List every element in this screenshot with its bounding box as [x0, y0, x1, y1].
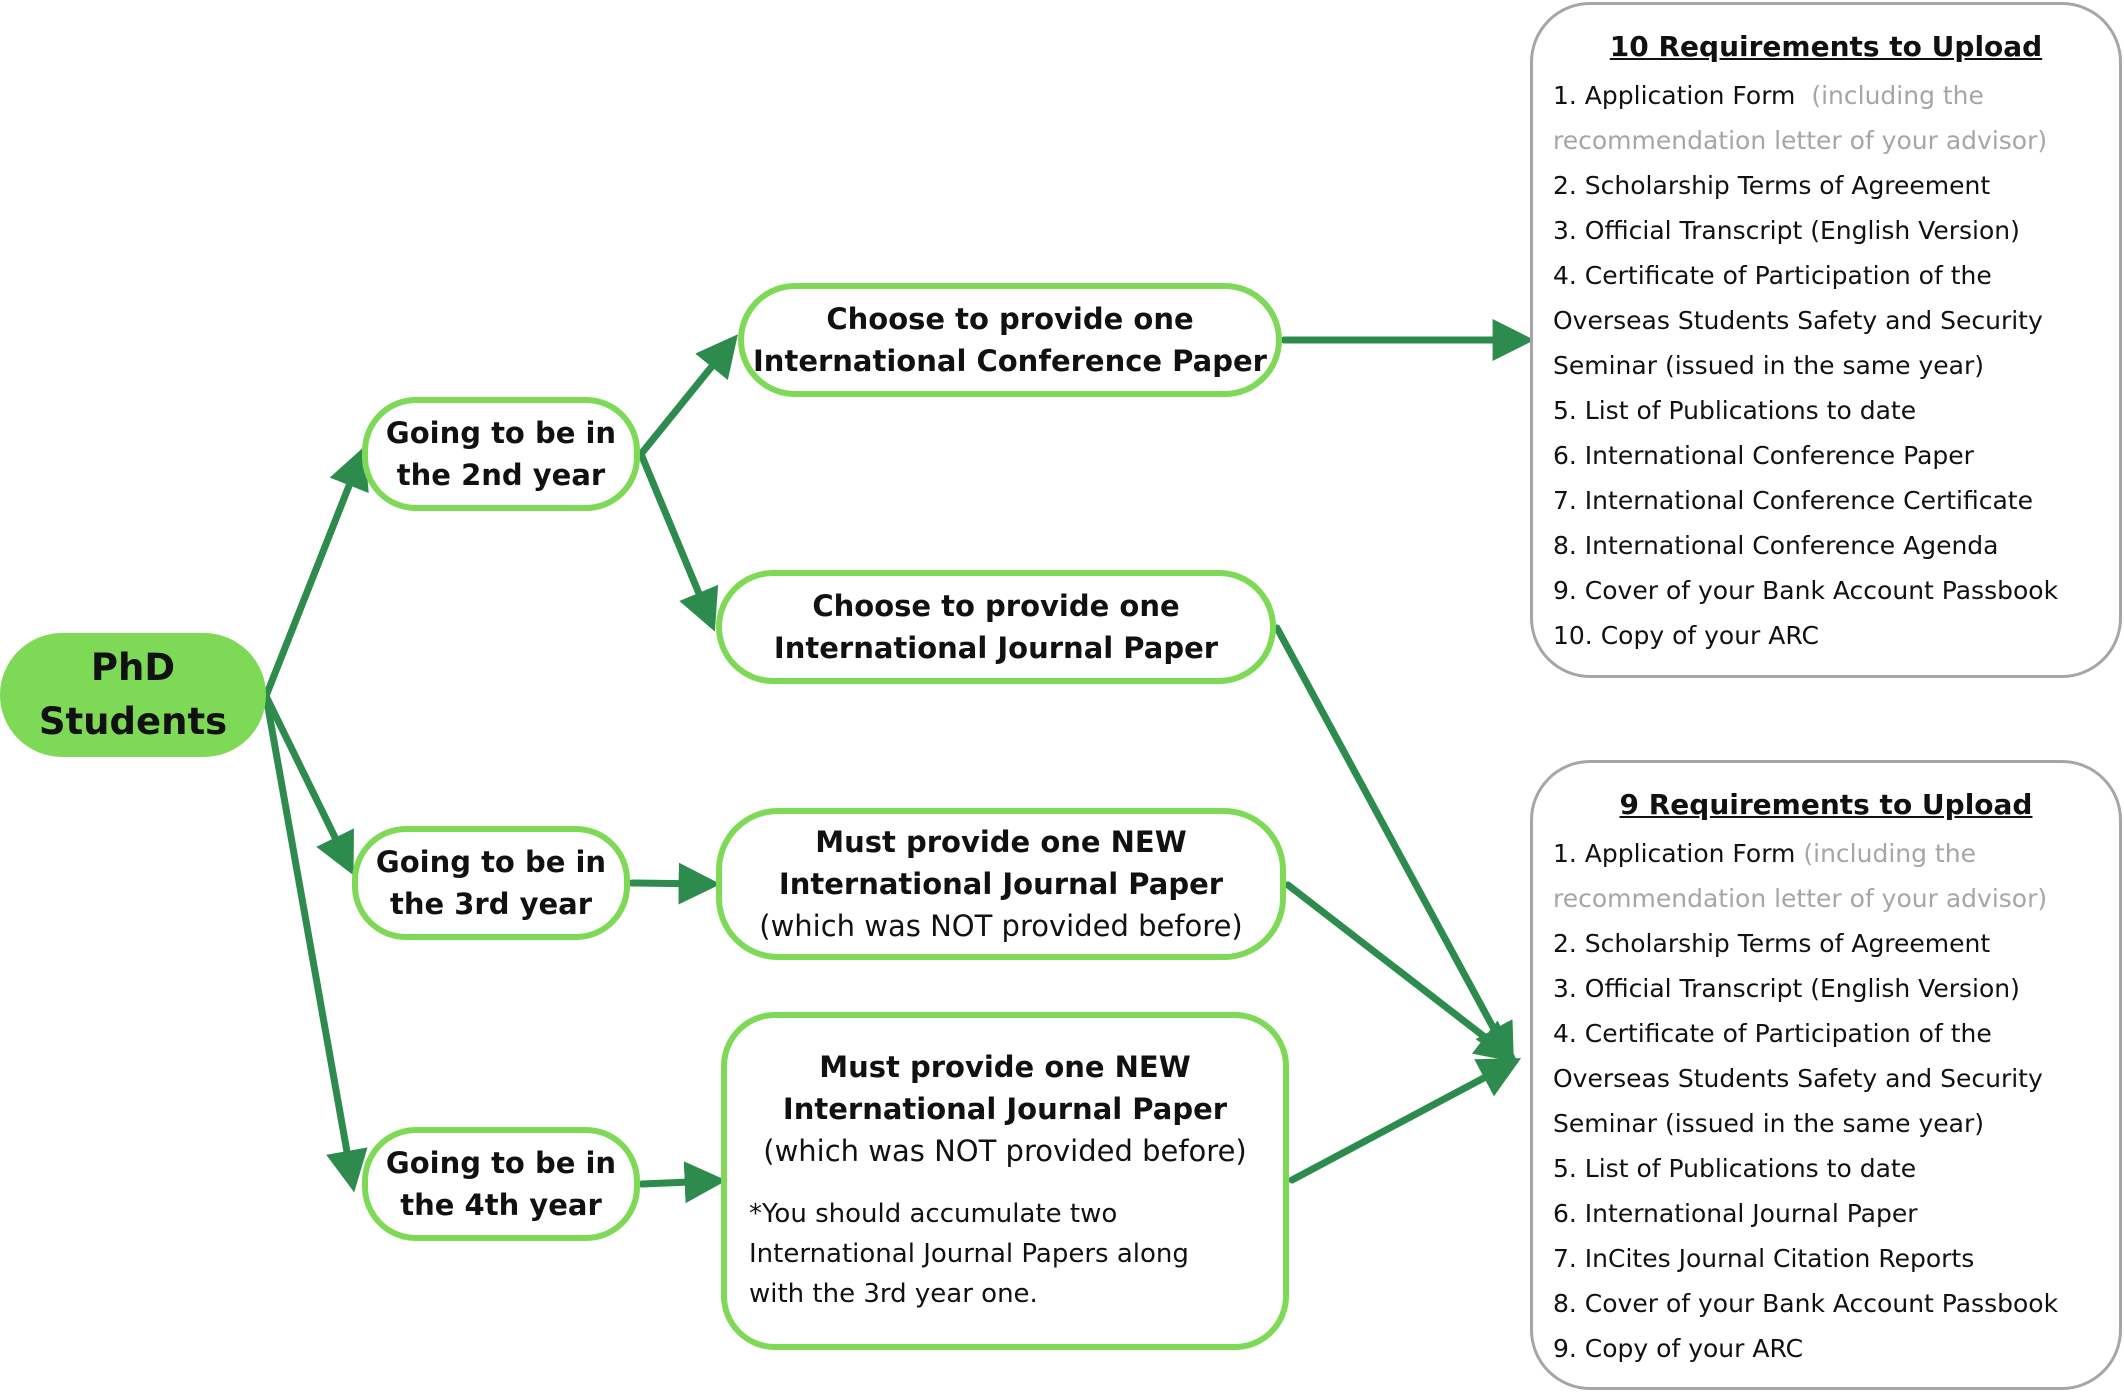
arrow-journal-to-9-requirements: [1273, 624, 1514, 1067]
journal-option-line-1: Choose to provide one: [812, 589, 1180, 623]
requirement-item: 6. International Conference Paper: [1553, 441, 1974, 470]
third-year-req-note: (which was NOT provided before): [759, 909, 1243, 943]
second-year-line-2: the 2nd year: [396, 458, 606, 492]
ten-requirements-list: 1. Application Form (including the recom…: [1553, 73, 2099, 658]
arrow-root-to-2nd-year: [262, 446, 369, 700]
requirement-item: 8. International Conference Agenda: [1553, 531, 1999, 560]
requirement-item: 2. Scholarship Terms of Agreement: [1553, 171, 1991, 200]
form-note-continued: recommendation letter of your advisor): [1553, 126, 2048, 155]
third-year-journal-requirement: Must provide one NEW International Journ…: [716, 808, 1286, 960]
requirement-item: 9. Cover of your Bank Account Passbook: [1553, 576, 2059, 605]
requirement-item-continued: Seminar (issued in the same year): [1553, 1109, 1984, 1138]
requirement-item: 8. Cover of your Bank Account Passbook: [1553, 1289, 2059, 1318]
requirement-item: 4. Certificate of Participation of the: [1553, 1019, 1992, 1048]
remark-line-3: with the 3rd year one.: [749, 1279, 1038, 1309]
nine-requirements-box: 9 Requirements to Upload 1. Application …: [1530, 760, 2122, 1390]
requirement-item: 6. International Journal Paper: [1553, 1199, 1918, 1228]
requirement-item: 10. Copy of your ARC: [1553, 621, 1819, 650]
arrow-3rd-year-paper-to-9-requirements: [1284, 881, 1518, 1063]
fourth-year-req-line-2: International Journal Paper: [782, 1092, 1228, 1126]
arrow-3rd-year-to-new-journal: [628, 862, 721, 905]
form-note: (including the: [1803, 839, 1976, 868]
nine-requirements-title: 9 Requirements to Upload: [1619, 788, 2033, 821]
conference-paper-option: Choose to provide one International Conf…: [738, 283, 1282, 397]
third-year-req-line-1: Must provide one NEW: [815, 825, 1187, 859]
third-year-line-2: the 3rd year: [389, 887, 593, 921]
form-note: (including the: [1811, 81, 1984, 110]
fourth-year-req-line-1: Must provide one NEW: [819, 1050, 1191, 1084]
arrow-2nd-year-to-conference: [637, 334, 738, 458]
third-year-req-line-2: International Journal Paper: [778, 867, 1224, 901]
arrow-4th-year-paper-to-9-requirements: [1288, 1058, 1522, 1184]
remark-line-1: *You should accumulate two: [749, 1199, 1118, 1229]
requirement-item-continued: Overseas Students Safety and Security: [1553, 306, 2043, 335]
journal-paper-option: Choose to provide one International Jour…: [716, 570, 1276, 684]
conference-option-line-1: Choose to provide one: [826, 302, 1194, 336]
fourth-year-node: Going to be in the 4th year: [362, 1127, 640, 1241]
root-line-2: Students: [38, 700, 228, 743]
third-year-node: Going to be in the 3rd year: [352, 826, 630, 940]
arrow-4th-year-to-new-journal: [638, 1161, 727, 1204]
accumulation-remark: *You should accumulate two International…: [727, 1194, 1283, 1314]
ten-requirements-title: 10 Requirements to Upload: [1609, 30, 2043, 63]
requirement-item: 1. Application Form (including the: [1553, 81, 1984, 110]
requirement-item: 4. Certificate of Participation of the: [1553, 261, 1992, 290]
fourth-year-line-2: the 4th year: [400, 1188, 602, 1222]
root-line-1: PhD: [90, 646, 176, 689]
fourth-year-line-1: Going to be in: [385, 1146, 617, 1180]
requirement-item: 9. Copy of your ARC: [1553, 1334, 1804, 1363]
fourth-year-journal-requirement: Must provide one NEW International Journ…: [721, 1012, 1289, 1350]
third-year-line-1: Going to be in: [375, 845, 607, 879]
arrow-root-to-3rd-year: [262, 692, 354, 876]
second-year-node: Going to be in the 2nd year: [362, 397, 640, 511]
nine-requirements-list: 1. Application Form (including the recom…: [1553, 831, 2099, 1371]
requirement-item: 3. Official Transcript (English Version): [1553, 216, 2020, 245]
requirement-item-continued: Overseas Students Safety and Security: [1553, 1064, 2043, 1093]
requirement-item: 1. Application Form (including the: [1553, 839, 1976, 868]
requirement-item: 2. Scholarship Terms of Agreement: [1553, 929, 1991, 958]
arrow-root-to-4th-year: [262, 692, 368, 1193]
journal-option-line-2: International Journal Paper: [773, 631, 1219, 665]
conference-option-line-2: International Conference Paper: [753, 344, 1267, 378]
requirement-item: 5. List of Publications to date: [1553, 1154, 1917, 1183]
requirement-item: 7. InCites Journal Citation Reports: [1553, 1244, 1975, 1273]
arrow-2nd-year-to-journal: [637, 450, 719, 632]
requirement-item: 7. International Conference Certificate: [1553, 486, 2033, 515]
form-note-continued: recommendation letter of your advisor): [1553, 884, 2048, 913]
ten-requirements-box: 10 Requirements to Upload 1. Application…: [1530, 2, 2122, 678]
fourth-year-req-note: (which was NOT provided before): [763, 1134, 1247, 1168]
requirement-item-continued: Seminar (issued in the same year): [1553, 351, 1984, 380]
requirement-item: 3. Official Transcript (English Version): [1553, 974, 2020, 1003]
remark-line-2: International Journal Papers along: [749, 1239, 1189, 1269]
requirement-item: 5. List of Publications to date: [1553, 396, 1917, 425]
second-year-line-1: Going to be in: [385, 416, 617, 450]
phd-students-node: PhD Students: [0, 633, 266, 757]
